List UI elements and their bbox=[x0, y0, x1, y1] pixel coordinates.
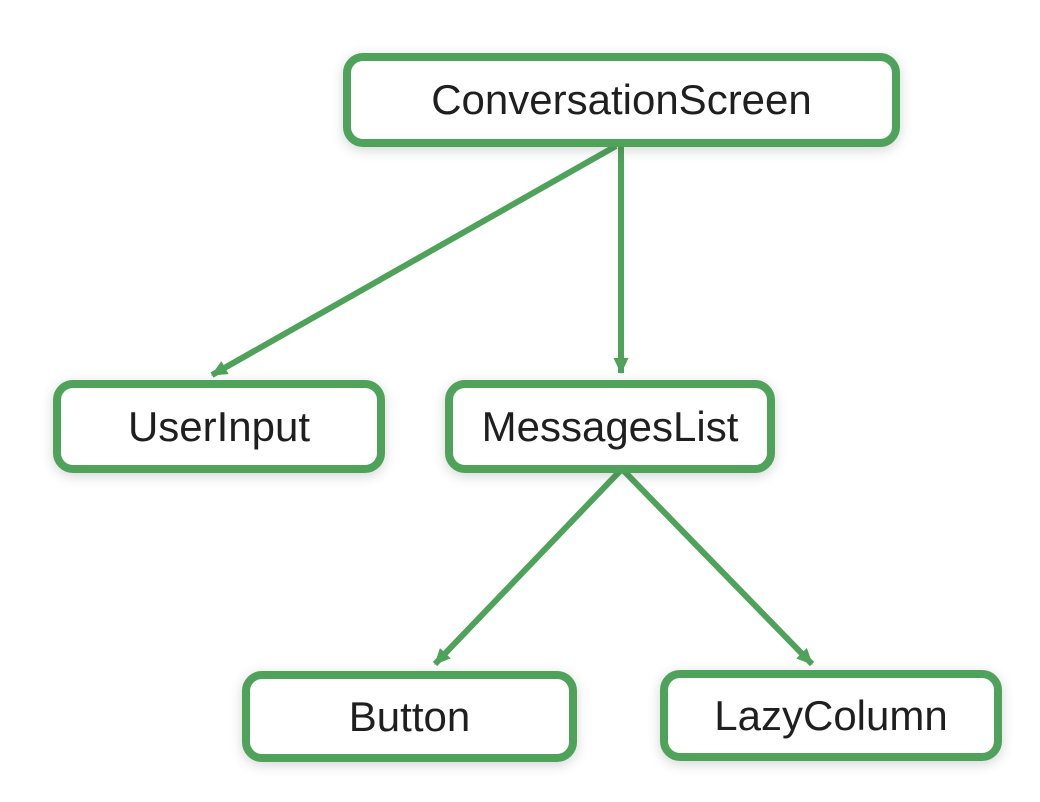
node-user-input: UserInput bbox=[53, 380, 385, 473]
node-lazy-column: LazyColumn bbox=[660, 670, 1002, 761]
node-label: ConversationScreen bbox=[431, 76, 812, 123]
node-label: Button bbox=[348, 692, 471, 740]
node-button: Button bbox=[242, 671, 577, 762]
edge-messageslist-lazycolumn bbox=[621, 468, 815, 667]
edge-messageslist-button bbox=[432, 468, 623, 667]
node-label: UserInput bbox=[127, 402, 311, 450]
node-conversation-screen: ConversationScreen bbox=[343, 53, 900, 147]
edge-conversationscreen-userinput bbox=[210, 143, 618, 378]
node-label: MessagesList bbox=[481, 402, 739, 450]
node-messages-list: MessagesList bbox=[445, 380, 775, 473]
node-label: LazyColumn bbox=[714, 691, 948, 739]
